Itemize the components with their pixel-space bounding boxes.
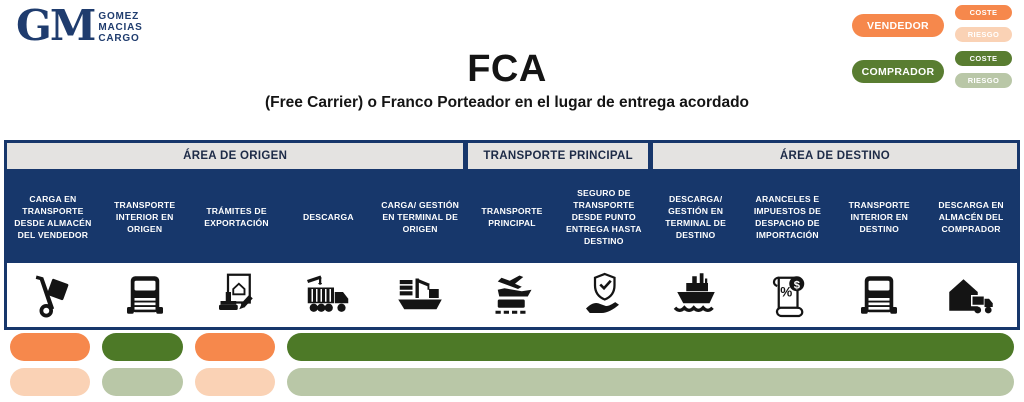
vendedor-riesgo-badge: RIESGO [955,27,1012,42]
step-label: DESCARGA EN ALMACÉN DEL COMPRADOR [938,200,1004,234]
step-label: DESCARGA/ GESTIÓN EN TERMINAL DE DESTINO [665,194,727,240]
step-icon-cell [282,263,374,327]
risk-bar-vendedor [194,368,276,396]
insurance-shield-hand-icon [580,270,628,320]
step-icon-cell [99,263,191,327]
step-icon-cell [833,263,925,327]
step-icons-row: %$ [7,263,1017,327]
brand-name-line: GOMEZ [98,11,140,22]
risk-bar-comprador [102,368,183,396]
step-label: TRANSPORTE PRINCIPAL [481,206,543,228]
brand-name-line: MACIAS [98,22,143,33]
legend-vendedor-row: VENDEDOR COSTE RIESGO [852,4,1012,48]
step-icon-cell [650,263,742,327]
step-label: TRANSPORTE INTERIOR EN DESTINO [848,200,910,234]
port-ship-icon [672,270,720,320]
step-icon-cell [925,263,1017,327]
port-crane-ship-icon [396,270,444,320]
vendedor-badge: VENDEDOR [852,14,944,37]
svg-text:$: $ [794,279,801,291]
brand-name-line: CARGO [98,33,140,44]
comprador-badge: COMPRADOR [852,60,944,83]
multimodal-transport-icon [488,270,536,320]
brand-name: GOMEZ MACIAS CARGO [98,11,142,44]
risk-bar-comprador [287,368,1014,396]
page-title: FCA [467,48,547,90]
comprador-coste-badge: COSTE [955,51,1012,66]
step-label: TRÁMITES DE EXPORTACIÓN [204,206,269,228]
container-truck-icon [304,270,352,320]
comprador-riesgo-badge: RIESGO [955,73,1012,88]
step-icon-cell [466,263,558,327]
cost-bar-vendedor [10,333,91,361]
hand-truck-icon [29,270,77,320]
page-subtitle: (Free Carrier) o Franco Porteador en el … [264,94,750,111]
truck-front-icon [121,270,169,320]
svg-text:%: % [781,285,793,300]
step-icon-cell [374,263,466,327]
brand-logo: GM GOMEZ MACIAS CARGO [16,4,143,48]
legend: VENDEDOR COSTE RIESGO COMPRADOR COSTE RI… [852,4,1012,96]
section-header-3: ÁREA DE DESTINO [652,143,1017,169]
cost-bar-vendedor [194,333,276,361]
section-header-1: ÁREA DE ORIGEN [7,143,464,169]
risk-bar-vendedor [10,368,91,396]
section-header-2: TRANSPORTE PRINCIPAL [468,143,648,169]
step-label: CARGA EN TRANSPORTE DESDE ALMACÉN DEL VE… [14,194,92,240]
legend-comprador-row: COMPRADOR COSTE RIESGO [852,50,1012,94]
cost-bars-row [4,333,1020,361]
cost-bar-comprador [287,333,1014,361]
step-label: ARANCELES E IMPUESTOS DE DESPACHO DE IMP… [753,194,822,240]
step-label: TRANSPORTE INTERIOR EN ORIGEN [114,200,176,234]
tariff-scroll-icon: %$ [763,270,811,320]
step-icon-cell [558,263,650,327]
step-label: CARGA/ GESTIÓN EN TERMINAL DE ORIGEN [381,200,460,234]
step-label: DESCARGA [302,212,354,222]
step-icon-cell: %$ [742,263,834,327]
step-label: SEGURO DE TRANSPORTE DESDE PUNTO ENTREGA… [565,188,642,246]
warehouse-delivery-icon [947,270,995,320]
export-stamp-document-icon [213,270,261,320]
brand-initials: GM [16,1,96,50]
risk-bars-row [4,368,1020,396]
step-icon-cell [191,263,283,327]
title-block: FCA (Free Carrier) o Franco Porteador en… [0,48,1014,112]
truck-front-icon [855,270,903,320]
cost-bar-comprador [102,333,183,361]
step-labels-row: CARGA EN TRANSPORTE DESDE ALMACÉN DEL VE… [7,169,1017,263]
vendedor-coste-badge: COSTE [955,5,1012,20]
step-icon-cell [7,263,99,327]
